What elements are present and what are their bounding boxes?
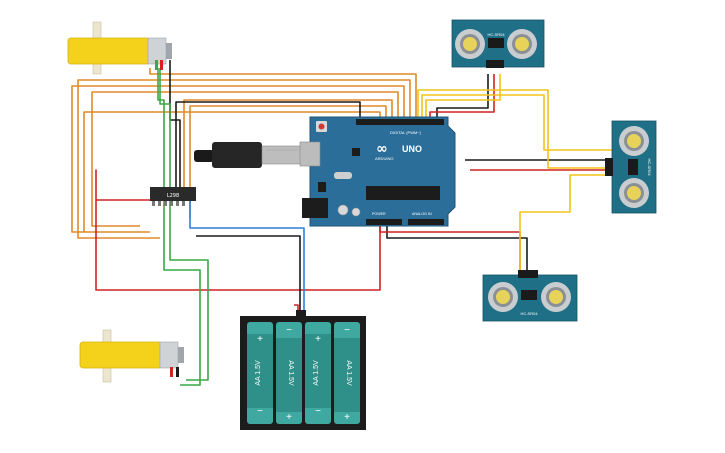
cell-1-plus: + [257, 334, 263, 345]
battery-cell-2: − AA 1.5V + [276, 322, 302, 424]
usb-cable [194, 142, 303, 168]
wire-orange-7 [149, 68, 417, 117]
wire-orange-1 [77, 79, 411, 239]
wire-orange-5 [189, 105, 387, 218]
motor-driver[interactable]: L298 [150, 187, 196, 206]
arduino-uno[interactable]: ∞ UNO ARDUINO DIGITAL (PWM~) POWER ANALO… [299, 116, 456, 227]
dc-motor-bottom[interactable] [79, 329, 184, 383]
wire-red-2 [379, 226, 521, 272]
wire-yellow-2 [425, 74, 501, 117]
cell-4-minus: − [344, 325, 350, 336]
wire-green-2 [159, 68, 209, 381]
wire-battery-neg [196, 235, 301, 318]
ultrasonic-sensor-right[interactable]: HC-SR04 [605, 120, 657, 214]
wire-red-1 [95, 169, 381, 291]
wire-black-2 [386, 226, 528, 272]
cell-1-label: AA 1.5V [255, 360, 262, 386]
sensor-right-label: HC-SR04 [647, 158, 652, 176]
wire-blue-1 [189, 200, 305, 318]
cell-3-minus: − [315, 406, 321, 417]
sensor-bottom-label: HC-SR04 [520, 311, 538, 316]
brand-label: ARDUINO [375, 156, 393, 161]
wire-orange-4 [183, 99, 393, 200]
wire-black-5 [169, 60, 181, 196]
wire-yellow-1 [421, 94, 612, 151]
sensor-top-label: HC-SR04 [487, 32, 505, 37]
wire-black-1 [175, 101, 361, 196]
analog-header[interactable] [408, 219, 444, 225]
wire-orange-3 [91, 91, 399, 227]
battery-cell-1: + AA 1.5V − [247, 322, 273, 424]
digital-label: DIGITAL (PWM~) [390, 130, 422, 135]
cell-2-minus: − [286, 325, 292, 336]
power-label: POWER [372, 212, 386, 216]
cell-3-plus: + [315, 334, 321, 345]
cell-4-label: AA 1.5V [345, 360, 352, 386]
cell-4-plus: + [344, 412, 350, 423]
cell-3-label: AA 1.5V [313, 360, 320, 386]
analog-label: ANALOG IN [412, 212, 432, 216]
infinity-logo-icon: ∞ [376, 141, 388, 157]
wire-orange-2 [71, 85, 405, 233]
wire-orange-6 [83, 111, 381, 232]
ultrasonic-sensor-top[interactable]: HC-SR04 [451, 19, 545, 68]
cell-1-minus: − [257, 406, 263, 417]
battery-cell-3: + AA 1.5V − [305, 322, 331, 424]
ultrasonic-sensor-bottom[interactable]: HC-SR04 [482, 270, 578, 322]
digital-header[interactable] [356, 119, 444, 125]
driver-label: L298 [167, 193, 179, 199]
power-header[interactable] [366, 219, 402, 225]
atmega-chip [366, 186, 440, 200]
cell-2-plus: + [286, 412, 292, 423]
uno-label: UNO [402, 144, 422, 154]
wire-red-4 [429, 74, 495, 117]
wire-green-1 [157, 68, 201, 386]
cell-2-label: AA 1.5V [287, 360, 294, 386]
battery-pack[interactable]: + AA 1.5V − − AA 1.5V + + AA 1.5V − − AA… [240, 310, 366, 430]
dc-motor-top[interactable] [67, 21, 172, 75]
wires [71, 60, 612, 386]
battery-cell-4: − AA 1.5V + [334, 322, 360, 424]
wire-yellow-4 [417, 89, 612, 169]
wire-yellow-3 [519, 174, 612, 272]
